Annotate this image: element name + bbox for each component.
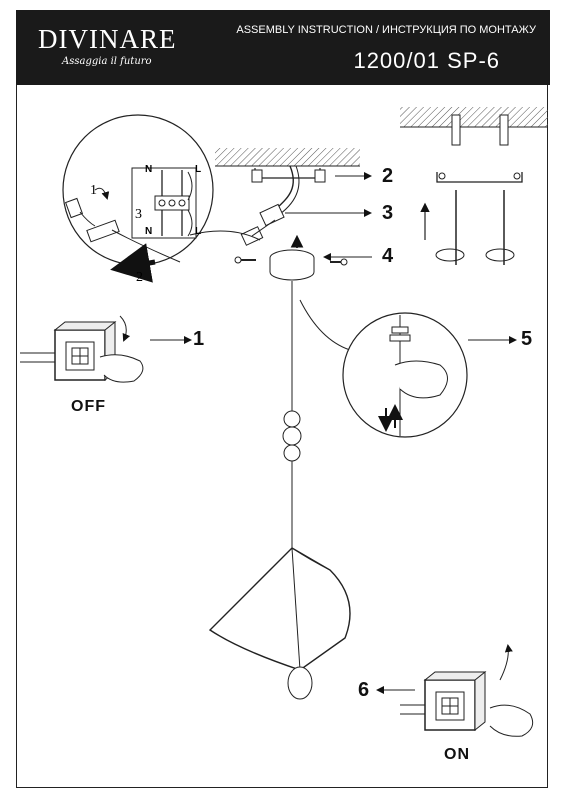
- step-2-label: 2: [382, 165, 394, 187]
- terminal-n-bottom: N: [145, 226, 153, 237]
- step-1-label: 1: [193, 328, 205, 350]
- step-6-label: 6: [358, 679, 370, 701]
- right-screw-icon: [330, 258, 348, 266]
- left-screw-icon: [234, 256, 256, 264]
- step-4-label: 4: [382, 245, 394, 267]
- pendant-lamp: [208, 281, 351, 700]
- terminal-block: [259, 203, 285, 227]
- terminal-l-top: L: [195, 164, 202, 175]
- step-5-label: 5: [521, 328, 533, 350]
- ceiling-mount-group: [215, 148, 372, 281]
- lamp-shade: [208, 547, 351, 671]
- mounting-bracket: [254, 168, 321, 179]
- on-label: ON: [444, 746, 470, 763]
- detail-step-1: 1: [90, 183, 97, 198]
- anchor-install-detail: [400, 107, 548, 265]
- header-bar: DIVINARE Assaggia il futuro ASSEMBLY INS…: [16, 10, 550, 85]
- model-number: 1200/01 SP-6: [353, 48, 500, 73]
- on-switch: [400, 644, 534, 737]
- off-switch: [20, 315, 144, 383]
- brand-tagline: Assaggia il futuro: [62, 56, 152, 67]
- document-title: ASSEMBLY INSTRUCTION / ИНСТРУКЦИЯ ПО МОН…: [236, 24, 536, 36]
- terminal-n-top: N: [145, 164, 153, 175]
- detail-step-2: 2: [136, 270, 143, 285]
- height-adjust-detail: [299, 299, 517, 438]
- page-frame: [16, 85, 548, 788]
- terminal-l-bottom: L: [195, 226, 202, 237]
- step-3-label: 3: [382, 202, 394, 224]
- off-label: OFF: [71, 398, 106, 415]
- wiring-detail: [62, 114, 261, 283]
- detail-step-3: 3: [135, 207, 142, 222]
- brand-logo: DIVINARE: [38, 24, 177, 54]
- ceiling-hatch: [215, 148, 360, 166]
